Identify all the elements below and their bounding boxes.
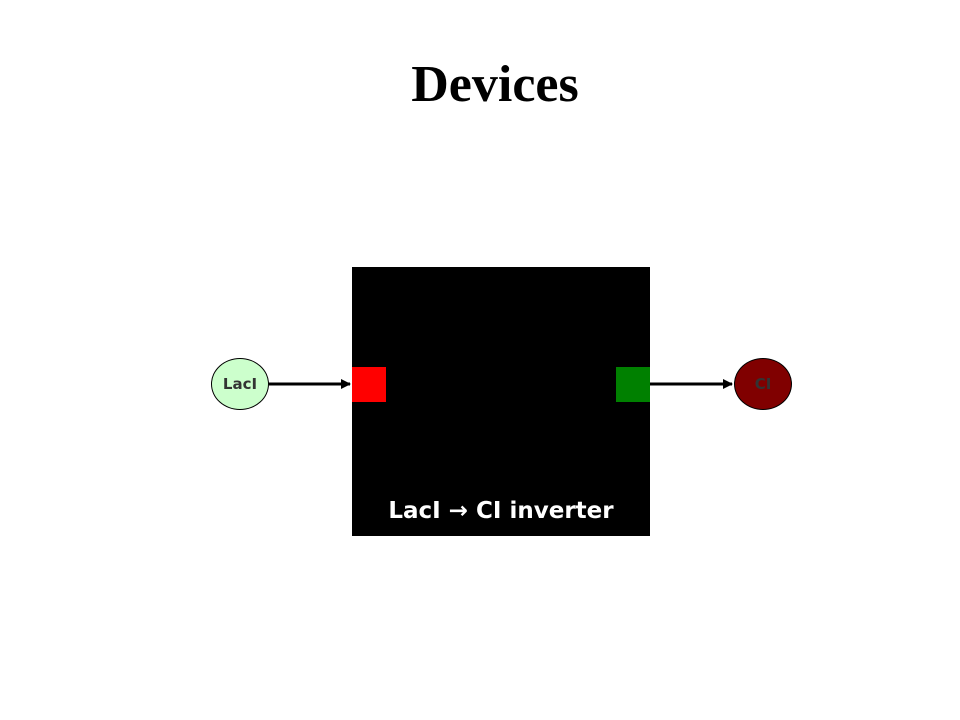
output-signal-ci: CI: [734, 358, 792, 410]
slide-title: Devices: [411, 56, 579, 113]
device-label: LacI → CI inverter: [388, 498, 614, 524]
input-port: [352, 367, 386, 402]
inverter-device-box: [352, 267, 650, 536]
input-signal-lacI: LacI: [211, 358, 269, 410]
output-port: [616, 367, 650, 402]
input-signal-label: LacI: [222, 375, 258, 393]
output-signal-label: CI: [754, 375, 772, 393]
